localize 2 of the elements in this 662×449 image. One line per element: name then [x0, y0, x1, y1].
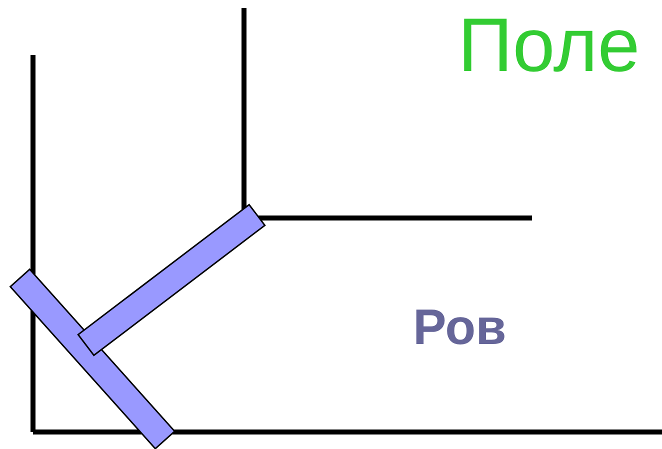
field-label: Поле — [458, 8, 640, 84]
ditch-label: Ров — [413, 302, 506, 352]
